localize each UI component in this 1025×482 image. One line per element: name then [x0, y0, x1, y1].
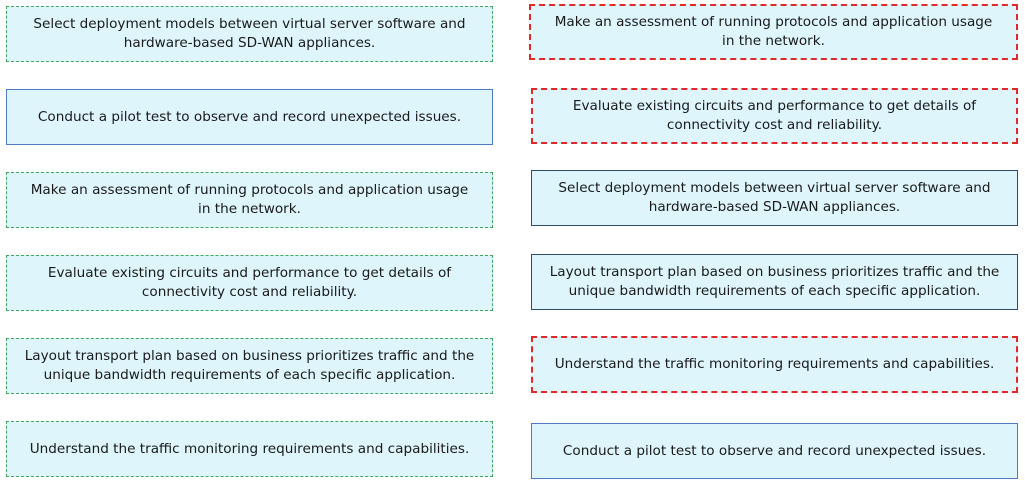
- right-item-6-line1: Conduct a pilot test to observe and reco…: [562, 442, 987, 459]
- right-item-2-line1: Evaluate existing circuits and performan…: [572, 98, 977, 114]
- right-item-2-line2: connectivity cost and reliability.: [666, 117, 883, 133]
- left-item-2-line1: Conduct a pilot test to observe and reco…: [37, 108, 462, 125]
- right-item-1-line1: Make an assessment of running protocols …: [554, 14, 993, 30]
- left-item-3[interactable]: Make an assessment of running protocols …: [6, 172, 493, 228]
- left-item-6-line1: Understand the traffic monitoring requir…: [29, 440, 470, 457]
- right-item-5[interactable]: Understand the traffic monitoring requir…: [531, 336, 1018, 393]
- right-item-1[interactable]: Make an assessment of running protocols …: [529, 4, 1018, 60]
- left-item-1[interactable]: Select deployment models between virtual…: [6, 6, 493, 62]
- right-item-4[interactable]: Layout transport plan based on business …: [531, 254, 1018, 310]
- left-item-1-line1: Select deployment models between virtual…: [33, 16, 466, 32]
- left-item-1-line2: hardware-based SD-WAN appliances.: [123, 35, 376, 51]
- left-item-6[interactable]: Understand the traffic monitoring requir…: [6, 421, 493, 477]
- left-item-5-line2: unique bandwidth requirements of each sp…: [43, 367, 456, 383]
- left-item-3-line1: Make an assessment of running protocols …: [30, 182, 469, 198]
- right-item-4-line2: unique bandwidth requirements of each sp…: [568, 283, 981, 299]
- right-item-5-line1: Understand the traffic monitoring requir…: [554, 356, 995, 372]
- left-item-5-line1: Layout transport plan based on business …: [24, 348, 475, 364]
- left-item-5[interactable]: Layout transport plan based on business …: [6, 338, 493, 394]
- right-item-1-line2: in the network.: [722, 33, 825, 49]
- left-item-4-line2: connectivity cost and reliability.: [141, 284, 358, 300]
- left-item-2[interactable]: Conduct a pilot test to observe and reco…: [6, 89, 493, 145]
- right-item-2[interactable]: Evaluate existing circuits and performan…: [531, 88, 1018, 144]
- left-item-4[interactable]: Evaluate existing circuits and performan…: [6, 255, 493, 311]
- right-item-4-line1: Layout transport plan based on business …: [549, 264, 1000, 280]
- right-item-3-line2: hardware-based SD-WAN appliances.: [648, 199, 901, 215]
- left-item-4-line1: Evaluate existing circuits and performan…: [47, 265, 452, 281]
- right-item-6[interactable]: Conduct a pilot test to observe and reco…: [531, 423, 1018, 479]
- right-item-3[interactable]: Select deployment models between virtual…: [531, 170, 1018, 226]
- right-item-3-line1: Select deployment models between virtual…: [558, 180, 991, 196]
- left-item-3-line2: in the network.: [198, 201, 301, 217]
